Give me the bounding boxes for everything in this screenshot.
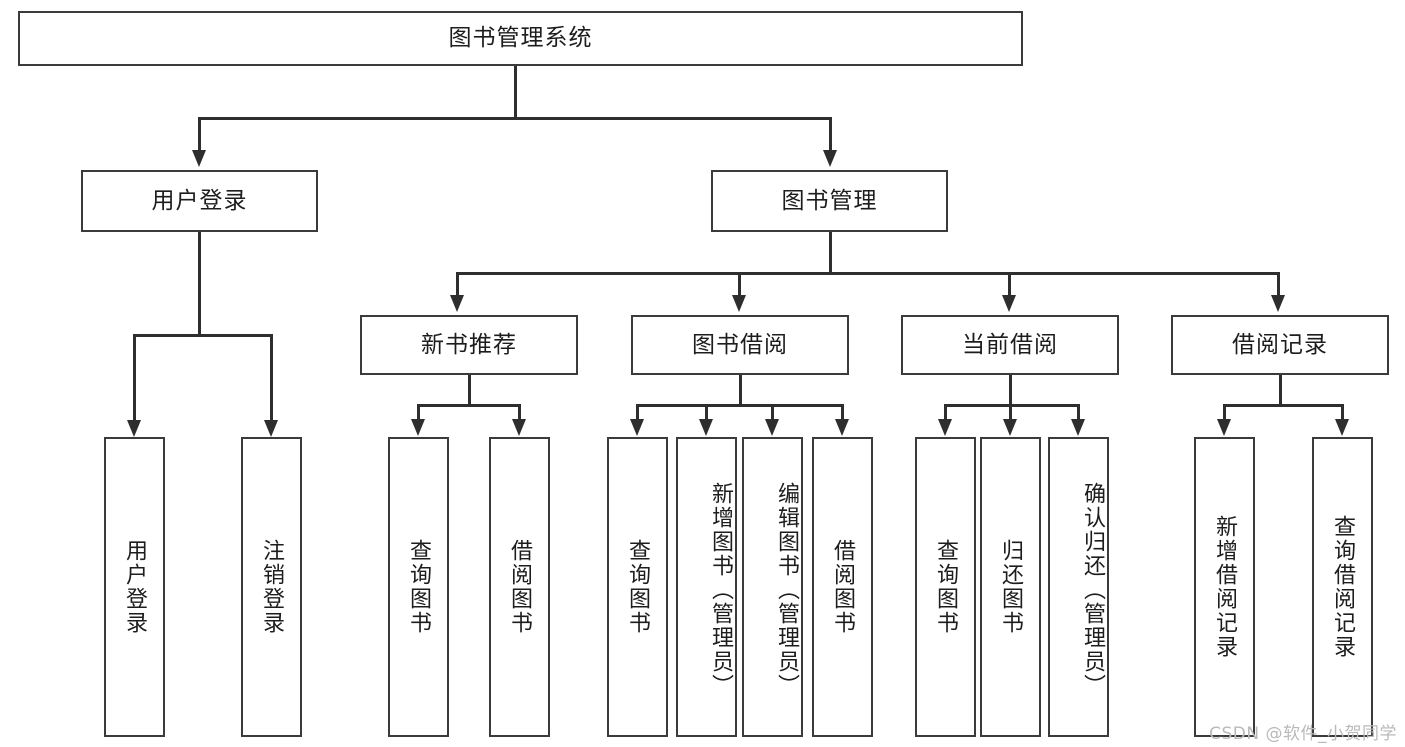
node-label: 查询图书 xyxy=(625,539,651,635)
connector-current-borrow-drop-3 xyxy=(1077,404,1080,420)
leaf-logout[interactable]: 注销登录 xyxy=(241,437,302,737)
connector-borrow-record-bus xyxy=(1223,404,1343,407)
leaf-edit-book-admin[interactable]: 编辑图书（管理员） xyxy=(742,437,803,737)
connector-book-borrow-bus xyxy=(636,404,843,407)
connector-user-login-drop-1 xyxy=(133,334,136,421)
node-label: 新书推荐 xyxy=(421,331,517,358)
node-root-system[interactable]: 图书管理系统 xyxy=(18,11,1023,66)
node-book-borrow[interactable]: 图书借阅 xyxy=(631,315,849,375)
connector-book-borrow-drop-4 xyxy=(841,404,844,420)
node-label: 用户登录 xyxy=(151,187,248,214)
node-label: 借阅图书 xyxy=(830,539,856,635)
connector-new-book-drop-1 xyxy=(417,404,420,420)
node-label: 图书管理系统 xyxy=(448,25,593,51)
node-label: 新增图书（管理员） xyxy=(708,482,733,698)
connector-book-borrow-drop-2 xyxy=(705,404,708,420)
connector-user-login-trunk xyxy=(198,232,201,336)
connector-book-manage-drop-4 xyxy=(1277,272,1280,296)
node-label: 图书管理 xyxy=(781,187,878,214)
connector-root-bus xyxy=(198,117,832,120)
arrow-to-leaf-query-book-2 xyxy=(630,419,644,436)
connector-current-borrow-bus xyxy=(944,404,1080,407)
leaf-add-book-admin[interactable]: 新增图书（管理员） xyxy=(676,437,737,737)
node-label: 归还图书 xyxy=(998,539,1024,635)
connector-borrow-record-drop-1 xyxy=(1223,404,1226,420)
node-borrow-record[interactable]: 借阅记录 xyxy=(1171,315,1389,375)
arrow-to-leaf-add-record xyxy=(1217,419,1231,436)
connector-current-borrow-drop-1 xyxy=(944,404,947,420)
leaf-user-login[interactable]: 用户登录 xyxy=(104,437,165,737)
node-label: 用户登录 xyxy=(122,539,148,635)
connector-borrow-record-trunk xyxy=(1279,375,1282,406)
leaf-borrow-book-borrow[interactable]: 借阅图书 xyxy=(812,437,873,737)
connector-user-login-drop-2 xyxy=(270,334,273,421)
connector-book-borrow-drop-1 xyxy=(636,404,639,420)
connector-book-manage-trunk xyxy=(829,232,832,274)
leaf-query-borrow-record[interactable]: 查询借阅记录 xyxy=(1312,437,1373,737)
arrow-to-leaf-add-book xyxy=(699,419,713,436)
connector-book-manage-bus xyxy=(456,272,1279,275)
node-label: 注销登录 xyxy=(259,539,285,635)
arrow-to-leaf-borrow-book-2 xyxy=(835,419,849,436)
arrow-to-leaf-query-record xyxy=(1335,419,1349,436)
node-label: 确认归还（管理员） xyxy=(1080,482,1105,698)
node-label: 编辑图书（管理员） xyxy=(774,482,799,698)
leaf-borrow-book-new[interactable]: 借阅图书 xyxy=(489,437,550,737)
arrow-to-leaf-confirm-return xyxy=(1071,419,1085,436)
connector-book-manage-drop-3 xyxy=(1008,272,1011,296)
leaf-query-book-borrow[interactable]: 查询图书 xyxy=(607,437,668,737)
arrow-to-leaf-query-book-3 xyxy=(938,419,952,436)
connector-book-manage-drop-2 xyxy=(738,272,741,296)
connector-book-borrow-trunk xyxy=(739,375,742,406)
connector-new-book-bus xyxy=(417,404,520,407)
arrow-to-current-borrow xyxy=(1002,295,1016,312)
node-book-manage[interactable]: 图书管理 xyxy=(711,170,948,232)
arrow-to-leaf-edit-book xyxy=(765,419,779,436)
leaf-return-book[interactable]: 归还图书 xyxy=(980,437,1041,737)
node-label: 借阅记录 xyxy=(1232,331,1328,358)
arrow-to-borrow-record xyxy=(1271,295,1285,312)
node-label: 查询图书 xyxy=(933,539,959,635)
arrow-to-leaf-return-book xyxy=(1003,419,1017,436)
connector-new-book-trunk xyxy=(468,375,471,406)
arrow-to-leaf-query-book-1 xyxy=(411,419,425,436)
connector-current-borrow-trunk xyxy=(1009,375,1012,406)
node-label: 查询图书 xyxy=(406,539,432,635)
node-label: 借阅图书 xyxy=(507,539,533,635)
arrow-to-new-book xyxy=(450,295,464,312)
arrow-to-leaf-user-login xyxy=(127,420,141,437)
node-label: 新增借阅记录 xyxy=(1212,515,1238,659)
connector-root-drop-right xyxy=(829,117,832,151)
node-label: 当前借阅 xyxy=(962,331,1058,358)
node-user-login[interactable]: 用户登录 xyxy=(81,170,318,232)
connector-current-borrow-drop-2 xyxy=(1009,404,1012,420)
node-current-borrow[interactable]: 当前借阅 xyxy=(901,315,1119,375)
connector-book-manage-drop-1 xyxy=(456,272,459,296)
node-label: 查询借阅记录 xyxy=(1330,515,1356,659)
leaf-query-book-current[interactable]: 查询图书 xyxy=(915,437,976,737)
connector-root-drop-left xyxy=(198,117,201,151)
arrow-to-book-manage xyxy=(823,150,837,167)
connector-book-borrow-drop-3 xyxy=(771,404,774,420)
node-label: 图书借阅 xyxy=(692,331,788,358)
connector-new-book-drop-2 xyxy=(518,404,521,420)
arrow-to-user-login xyxy=(192,150,206,167)
connector-borrow-record-drop-2 xyxy=(1341,404,1344,420)
leaf-query-book-new[interactable]: 查询图书 xyxy=(388,437,449,737)
csdn-watermark: CSDN @软件_小贺同学 xyxy=(1209,724,1397,744)
connector-user-login-bus xyxy=(133,334,272,337)
node-new-book-recommend[interactable]: 新书推荐 xyxy=(360,315,578,375)
arrow-to-leaf-logout xyxy=(264,420,278,437)
connector-root-trunk xyxy=(514,66,517,119)
leaf-add-borrow-record[interactable]: 新增借阅记录 xyxy=(1194,437,1255,737)
leaf-confirm-return-admin[interactable]: 确认归还（管理员） xyxy=(1048,437,1109,737)
arrow-to-book-borrow xyxy=(732,295,746,312)
arrow-to-leaf-borrow-book-1 xyxy=(512,419,526,436)
